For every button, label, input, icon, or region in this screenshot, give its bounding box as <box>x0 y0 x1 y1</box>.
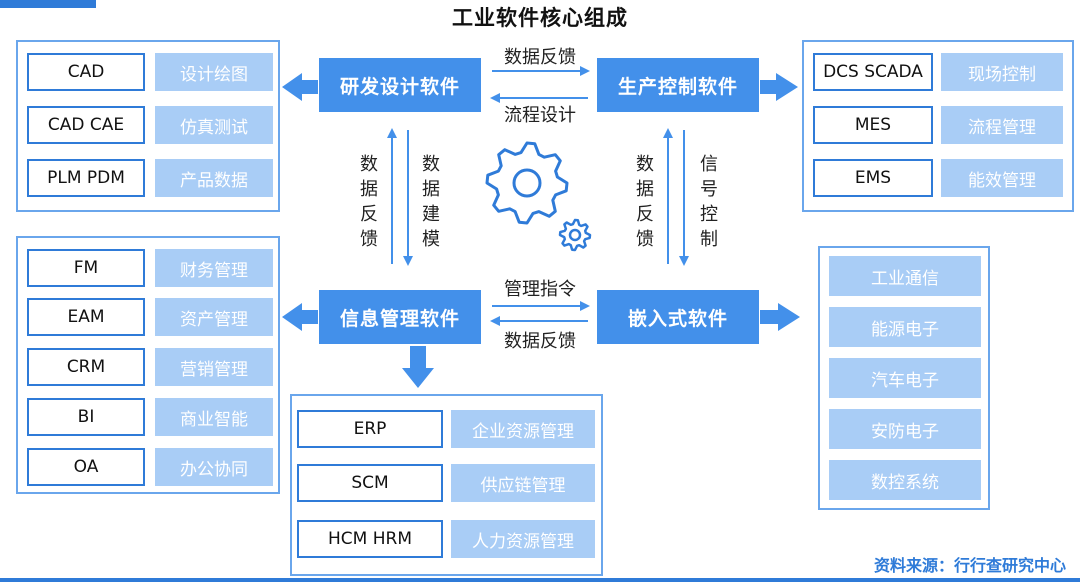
enterprise-item-code: SCM <box>297 464 443 502</box>
info-management-software-box: 信息管理软件 <box>319 290 481 344</box>
rd-item-desc: 产品数据 <box>155 159 273 197</box>
block-arrow-embed-right <box>760 303 800 331</box>
enterprise-item-code: HCM HRM <box>297 520 443 558</box>
block-arrow-rd-left <box>282 73 318 101</box>
rd-item-code: CAD CAE <box>27 106 145 144</box>
info-panel: FM 财务管理 EAM 资产管理 CRM 营销管理 BI 商业智能 OA 办公协… <box>16 236 280 494</box>
bottom-rule <box>0 578 1080 582</box>
info-item-code: FM <box>27 249 145 287</box>
source-note: 资料来源：行行查研究中心 <box>873 556 1066 575</box>
block-arrow-info-left <box>282 303 318 331</box>
block-arrow-prod-right <box>760 73 798 101</box>
embedded-panel: 工业通信 能源电子 汽车电子 安防电子 数控系统 <box>818 246 990 510</box>
rd-software-box: 研发设计软件 <box>319 58 481 112</box>
enterprise-item-desc: 企业资源管理 <box>451 410 595 448</box>
label-info-embed-top: 管理指令 <box>504 279 576 300</box>
rd-panel: CAD 设计绘图 CAD CAE 仿真测试 PLM PDM 产品数据 <box>16 40 280 212</box>
label-prod-embed-left: 数据反馈 <box>636 154 654 250</box>
prod-control-software-box: 生产控制软件 <box>597 58 759 112</box>
corner-tag <box>0 0 96 8</box>
gear-icon <box>485 141 569 225</box>
info-item-desc: 营销管理 <box>155 348 273 386</box>
label-rd-info-left: 数据反馈 <box>360 154 378 250</box>
enterprise-panel: ERP 企业资源管理 SCM 供应链管理 HCM HRM 人力资源管理 <box>290 394 603 576</box>
info-item-code: BI <box>27 398 145 436</box>
embedded-item: 数控系统 <box>829 460 981 500</box>
label-rd-prod-bottom: 流程设计 <box>504 105 576 126</box>
prod-panel: DCS SCADA 现场控制 MES 流程管理 EMS 能效管理 <box>802 40 1074 212</box>
prod-item-desc: 能效管理 <box>941 159 1063 197</box>
info-item-desc: 资产管理 <box>155 298 273 336</box>
info-item-desc: 办公协同 <box>155 448 273 486</box>
rd-item-desc: 仿真测试 <box>155 106 273 144</box>
info-item-code: EAM <box>27 298 145 336</box>
small-gear-icon <box>558 218 592 252</box>
info-item-code: CRM <box>27 348 145 386</box>
rd-item-code: PLM PDM <box>27 159 145 197</box>
enterprise-item-desc: 供应链管理 <box>451 464 595 502</box>
info-item-desc: 商业智能 <box>155 398 273 436</box>
label-prod-embed-right: 信号控制 <box>700 154 718 250</box>
prod-item-code: MES <box>813 106 933 144</box>
prod-item-code: EMS <box>813 159 933 197</box>
info-item-desc: 财务管理 <box>155 249 273 287</box>
prod-item-desc: 流程管理 <box>941 106 1063 144</box>
block-arrow-info-down <box>402 346 434 388</box>
embedded-item: 能源电子 <box>829 307 981 347</box>
enterprise-item-desc: 人力资源管理 <box>451 520 595 558</box>
rd-item-desc: 设计绘图 <box>155 53 273 91</box>
diagram-title: 工业软件核心组成 <box>452 6 628 30</box>
embedded-item: 安防电子 <box>829 409 981 449</box>
prod-item-code: DCS SCADA <box>813 53 933 91</box>
rd-item-code: CAD <box>27 53 145 91</box>
embedded-item: 工业通信 <box>829 256 981 296</box>
embedded-software-box: 嵌入式软件 <box>597 290 759 344</box>
embedded-item: 汽车电子 <box>829 358 981 398</box>
label-rd-info-right: 数据建模 <box>422 154 440 250</box>
label-info-embed-bottom: 数据反馈 <box>504 331 576 352</box>
enterprise-item-code: ERP <box>297 410 443 448</box>
prod-item-desc: 现场控制 <box>941 53 1063 91</box>
label-rd-prod-top: 数据反馈 <box>504 47 576 68</box>
info-item-code: OA <box>27 448 145 486</box>
